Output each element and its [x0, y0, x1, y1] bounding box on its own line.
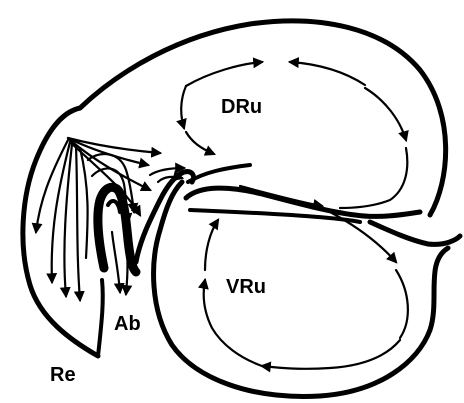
flow-arrow [76, 146, 80, 300]
flow-arrow [396, 270, 408, 338]
flow-arrow [52, 142, 70, 282]
reticulo-rumen-fold [98, 280, 103, 356]
flow-arrow [340, 148, 407, 208]
flow-arrow [186, 62, 262, 86]
label-ventral-rumen: VRu [226, 276, 266, 298]
label-reticulum: Re [50, 364, 76, 386]
flow-arrow [126, 240, 128, 294]
dorsal-sac-inner-wall [188, 165, 250, 182]
label-abomasum: Ab [114, 313, 141, 335]
flow-arrow [186, 132, 214, 154]
inner-folds [98, 165, 420, 272]
flow-arrow [205, 220, 218, 270]
flow-arrow [365, 88, 406, 140]
flow-arrow [181, 86, 186, 128]
ab-fold-inner [108, 201, 120, 212]
outer-wall-caudal-tip [370, 222, 460, 244]
flow-arrow [112, 232, 120, 292]
flow-arrow [64, 144, 72, 296]
flow-arrow [240, 186, 322, 206]
flow-arrow [80, 148, 88, 258]
flow-arrow [290, 62, 365, 85]
label-dorsal-rumen: DRu [221, 96, 262, 118]
flow-arrow [262, 340, 400, 369]
